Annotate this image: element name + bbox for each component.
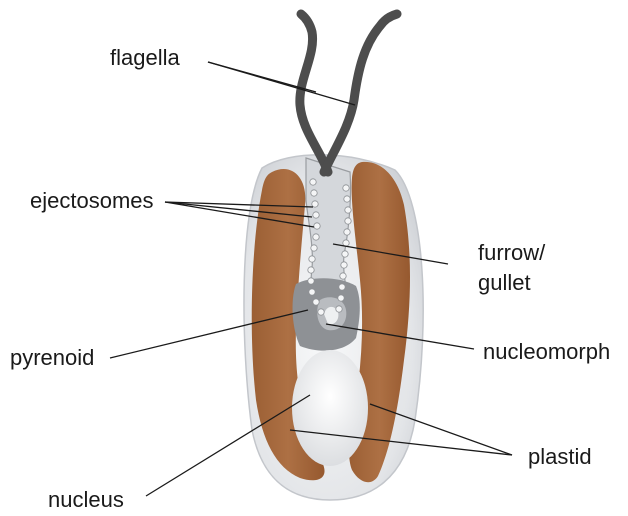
flagellum-right <box>324 14 397 172</box>
label-ejectosomes: ejectosomes <box>30 188 154 214</box>
label-plastid: plastid <box>528 444 592 470</box>
label-nucleus: nucleus <box>48 487 124 513</box>
label-flagella: flagella <box>110 45 180 71</box>
label-pyrenoid: pyrenoid <box>10 345 94 371</box>
label-furrow-line2: gullet <box>478 270 531 296</box>
label-furrow-line1: furrow/ <box>478 240 545 266</box>
nucleus <box>292 350 368 466</box>
label-nucleomorph: nucleomorph <box>483 339 610 365</box>
